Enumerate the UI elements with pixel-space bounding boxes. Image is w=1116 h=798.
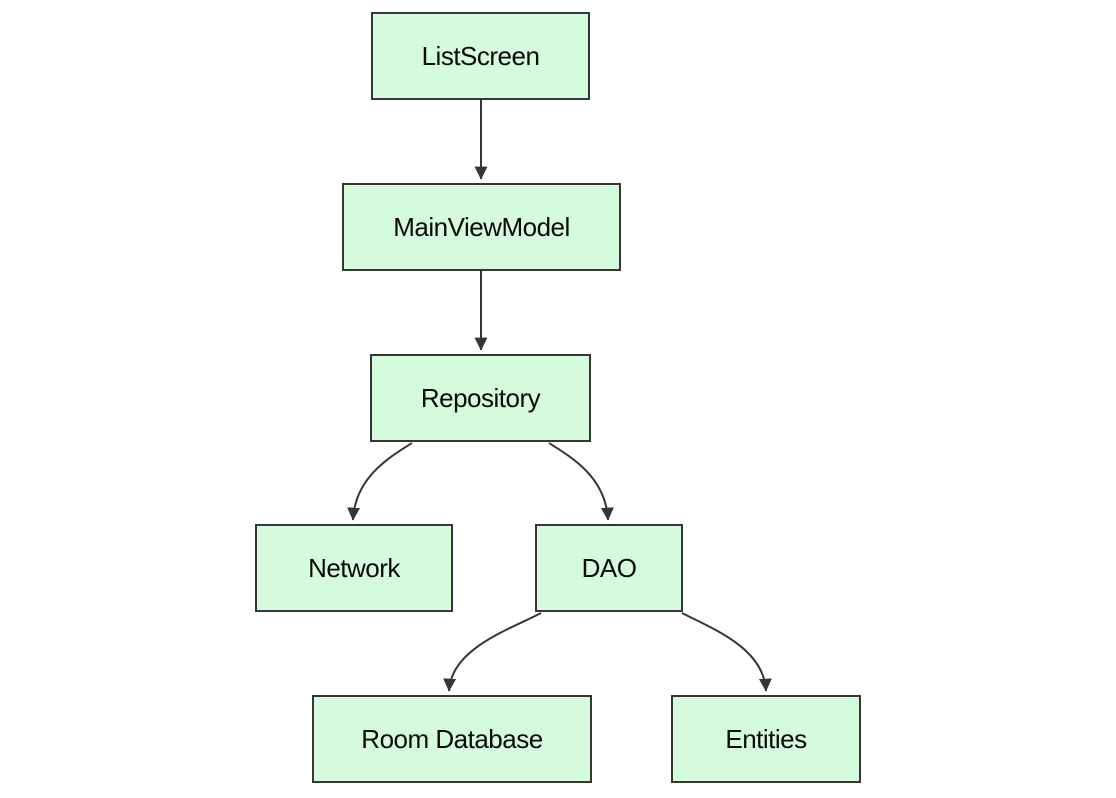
node-entities-label: Entities (725, 723, 807, 754)
node-listscreen-label: ListScreen (421, 40, 540, 71)
node-repository-label: Repository (420, 382, 541, 413)
node-mainviewmodel-label: MainViewModel (393, 211, 570, 242)
node-room-database-label: Room Database (361, 723, 543, 754)
node-network-label: Network (308, 552, 400, 583)
edge-dao-entities (681, 612, 772, 692)
edge-repository-network (347, 442, 413, 521)
node-dao-label: DAO (581, 552, 637, 583)
node-listscreen: ListScreen (371, 12, 590, 100)
node-room-database: Room Database (312, 695, 592, 783)
node-repository: Repository (370, 354, 591, 442)
node-network: Network (255, 524, 453, 612)
node-dao: DAO (535, 524, 683, 612)
edge-dao-roomdatabase (443, 612, 542, 692)
node-mainviewmodel: MainViewModel (342, 183, 621, 271)
edge-repository-dao (548, 442, 614, 521)
node-entities: Entities (671, 695, 861, 783)
